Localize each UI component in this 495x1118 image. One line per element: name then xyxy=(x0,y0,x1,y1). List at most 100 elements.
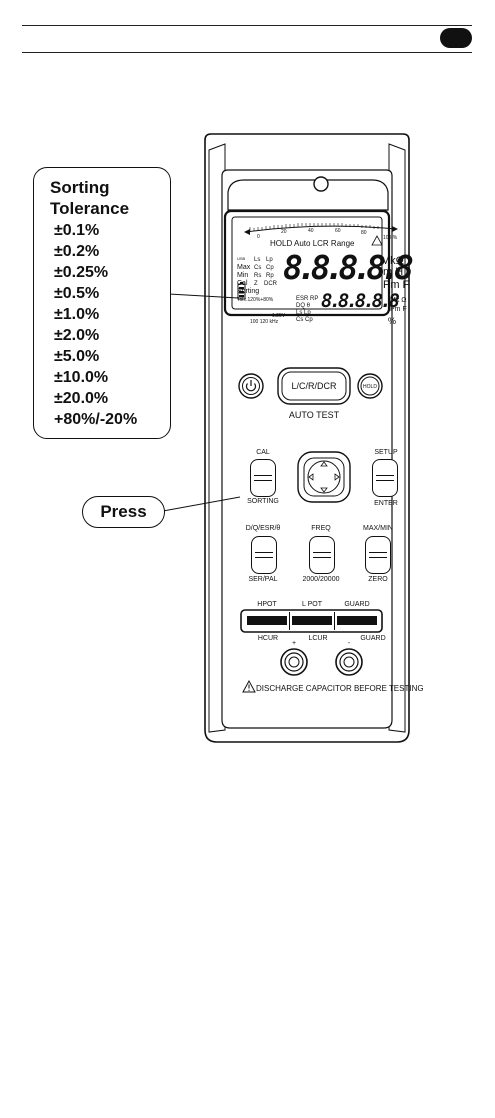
lcd-param-rs: Rs xyxy=(254,273,262,279)
lcd-param-lp: Lp xyxy=(266,257,273,263)
lcd-bar-scale xyxy=(245,225,397,233)
lcd-voltage: 1.25V xyxy=(272,313,286,319)
minus-label: - xyxy=(347,640,351,647)
hcur-label: HCUR xyxy=(257,635,279,642)
lcd-unit-sub-ohm: Mk Ω xyxy=(390,297,407,304)
lcd-screen xyxy=(231,216,383,310)
nav-pad-ring xyxy=(307,460,341,494)
tolerance-item: ±5.0% xyxy=(54,348,100,365)
nav-up-arrow-icon xyxy=(320,461,328,467)
callout-title-line1: Sorting xyxy=(50,178,110,197)
setup-enter-button[interactable] xyxy=(372,459,398,497)
discharge-warning-text: DISCHARGE CAPACITOR BEFORE TESTING xyxy=(256,684,424,693)
lcd-tick-80: 80 xyxy=(361,230,367,236)
tolerance-item: ±2.0% xyxy=(54,327,100,344)
lcur-terminal[interactable] xyxy=(336,649,362,675)
tolerance-item: ±0.1% xyxy=(54,222,100,239)
ir-sensor-icon xyxy=(313,176,329,192)
lcd-param-dcr: DCR xyxy=(264,281,277,287)
max-min-zero-button[interactable] xyxy=(365,536,391,574)
hpot-label: HPOT xyxy=(257,601,277,608)
lcd-tick-40: 40 xyxy=(308,228,314,234)
lcd-status-max: Max xyxy=(237,264,251,271)
lcd-secondary-digits: 8.8.8.8.8 xyxy=(321,290,400,312)
nav-left-arrow-icon xyxy=(308,473,314,481)
cal-sorting-button[interactable] xyxy=(250,459,276,497)
meter-holster-right xyxy=(388,143,406,733)
lcd-primary-digits: 8.8.8.8.8 xyxy=(283,248,414,287)
nav-pad[interactable] xyxy=(298,452,350,502)
lcd-param-cp: Cp xyxy=(266,265,274,271)
lcd-status-min: Min xyxy=(237,272,249,279)
power-button[interactable] xyxy=(239,374,263,398)
lcd-tick-20: 20 xyxy=(281,229,287,235)
guard-bottom-label: GUARD xyxy=(360,635,386,642)
lcd-cs-cp: Cs Cp xyxy=(296,317,313,323)
lcd-unit-main-ohm: MkΩ xyxy=(381,255,404,267)
lcd-bar-arrow-left xyxy=(244,229,250,235)
lcd-unit-sub-farad: Pm F xyxy=(390,306,407,313)
terminal-hpot-slot xyxy=(247,616,287,625)
lcd-dq-theta: DQ θ xyxy=(296,303,311,309)
sorting-leader-line xyxy=(168,293,239,299)
d-q-esr-label: D/Q/ESR/θ xyxy=(245,525,281,532)
tolerance-item: ±0.2% xyxy=(54,243,100,260)
callout-title-line2: Tolerance xyxy=(50,199,130,218)
lcd-tick-60: 60 xyxy=(335,228,341,234)
lcr-dcr-button[interactable]: L/C/R/DCR xyxy=(291,381,337,391)
lcd-param-rp: Rp xyxy=(266,273,274,279)
lcd-unit-main-henry: m H xyxy=(383,266,404,278)
callout-title: Sorting Tolerance xyxy=(50,177,129,219)
tolerance-list: ±0.1% ±0.2% ±0.25% ±0.5% ±1.0% ±2.0% ±5.… xyxy=(54,220,137,430)
sensor-window xyxy=(227,179,389,211)
lcd-bar-arrow-right xyxy=(392,226,398,232)
guard-top-label: GUARD xyxy=(344,601,370,608)
plus-label: + xyxy=(291,640,297,647)
lcd-status-sorting: Sorting xyxy=(237,288,260,295)
lcd-status-cal: Cal xyxy=(237,280,248,287)
hold-button[interactable]: HOLD xyxy=(363,384,377,390)
power-icon xyxy=(245,383,257,392)
lcd-ls-lp: Ls Lp xyxy=(296,310,311,316)
lcd-unit-sub-percent: % xyxy=(388,316,397,326)
tolerance-item: ±0.5% xyxy=(54,285,100,302)
freq-2000-20000-label: 2000/20000 xyxy=(302,576,340,583)
header-rule-top xyxy=(22,25,472,26)
tolerance-item: +80%/-20% xyxy=(54,411,138,428)
zero-label: ZERO xyxy=(368,576,388,583)
freq-button[interactable] xyxy=(309,536,335,574)
lpot-label: L POT xyxy=(302,601,322,608)
lcd-tick-0: 0 xyxy=(257,234,260,240)
tolerance-item: ±20.0% xyxy=(54,390,109,407)
press-leader-line xyxy=(162,496,241,512)
usb-icon: USB xyxy=(237,256,246,261)
enter-label: ENTER xyxy=(374,500,398,507)
nav-down-arrow-icon xyxy=(320,487,328,493)
terminal-lpot-slot xyxy=(292,616,332,625)
terminal-guard-slot xyxy=(337,616,377,625)
hcur-terminal[interactable] xyxy=(281,649,307,675)
nav-right-arrow-icon xyxy=(334,473,340,481)
d-q-esr-ser-pal-button[interactable] xyxy=(251,536,277,574)
lcd-unit-main-farad: Pm F xyxy=(383,279,410,291)
sorting-label: SORTING xyxy=(247,498,279,505)
lcd-mode-line: HOLD Auto LCR Range xyxy=(270,239,355,248)
page-tab-marker xyxy=(440,28,472,48)
lcd-tick-100: 100 % xyxy=(383,235,398,241)
header-rule-bottom xyxy=(22,52,472,53)
tolerance-item: ±0.25% xyxy=(54,264,109,281)
tolerance-item: ±1.0% xyxy=(54,306,100,323)
lcd-tolerance-line: Tol±.120%+80% xyxy=(237,297,274,303)
meter-holster-left xyxy=(208,143,226,733)
lcd-frequency: 100 120 kHz xyxy=(250,319,279,325)
lcd-param-z: Z xyxy=(254,281,258,287)
lcd-esr-rp: ESR RP xyxy=(296,296,319,302)
auto-test-label: AUTO TEST xyxy=(288,410,340,420)
lcur-label: LCUR xyxy=(308,635,328,642)
freq-label: FREQ xyxy=(311,525,331,532)
max-min-label: MAX/MIN xyxy=(363,525,393,532)
lcd-param-cs: Cs xyxy=(254,265,262,271)
tolerance-item: ±10.0% xyxy=(54,369,109,386)
lcd-warning-icon xyxy=(371,235,383,246)
